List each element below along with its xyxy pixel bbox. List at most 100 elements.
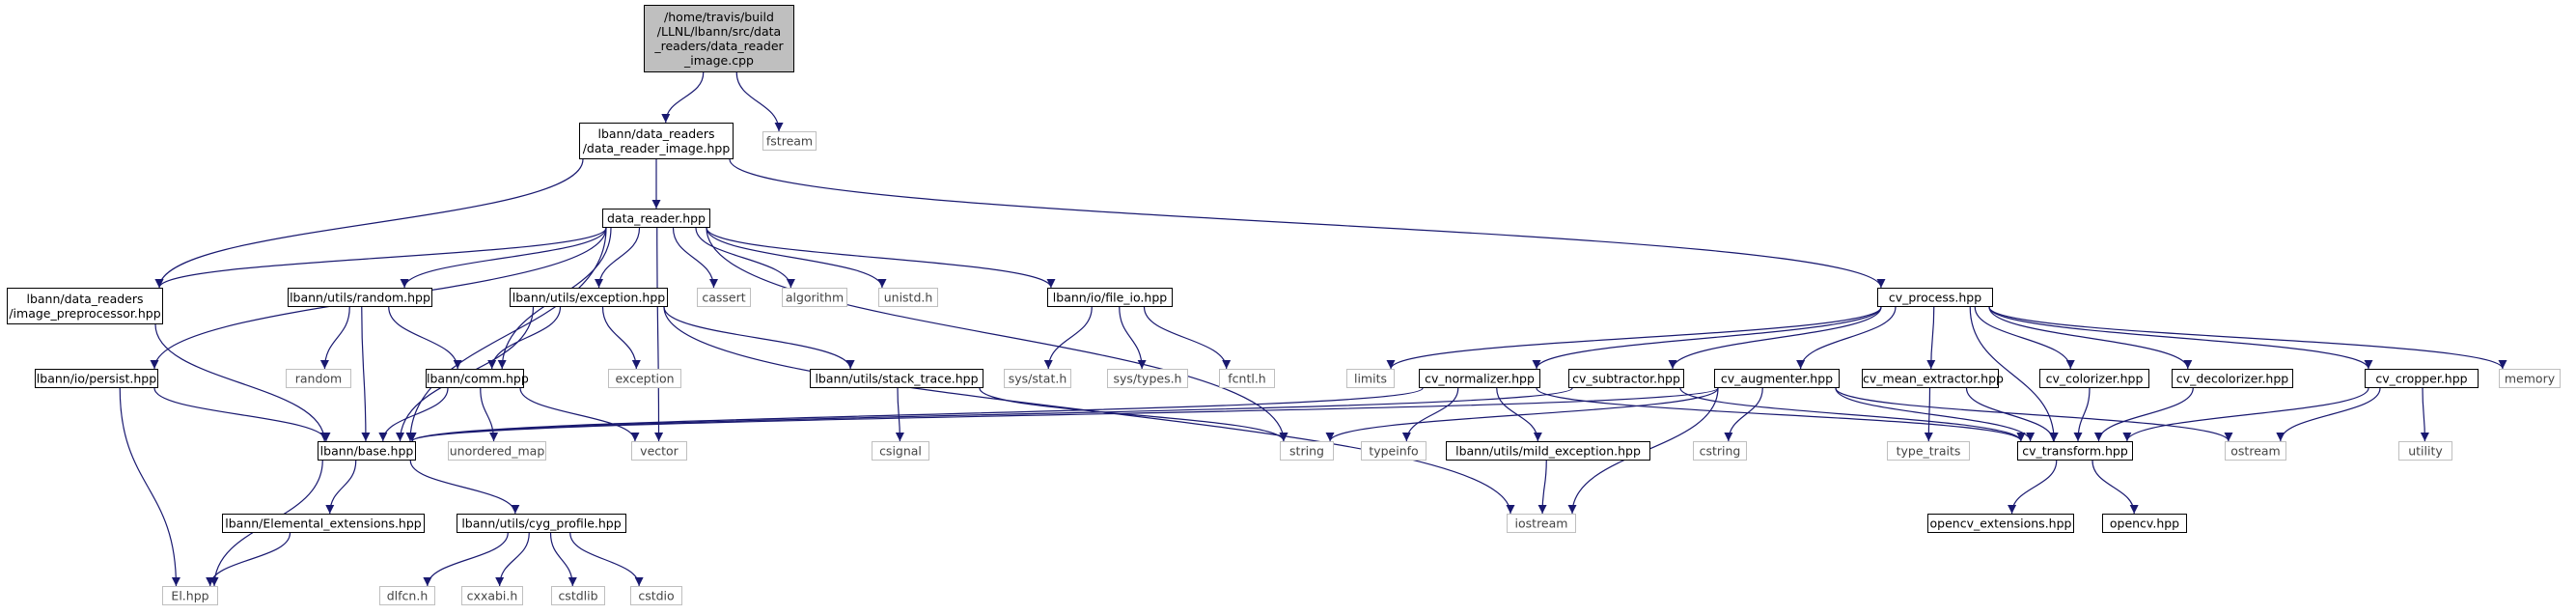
node-label: cv_transform.hpp bbox=[2022, 443, 2128, 459]
node-image-preprocessor-hpp[interactable]: lbann/data_readers /image_preprocessor.h… bbox=[7, 288, 163, 324]
node-label: cassert bbox=[702, 290, 746, 305]
node-label: lbann/comm.hpp bbox=[427, 371, 529, 386]
node-label: dlfcn.h bbox=[386, 588, 429, 603]
edge-cyg_profile_hpp-to-cxxabi_h bbox=[495, 532, 530, 587]
edge-cv_cropper_hpp-to-utility bbox=[2420, 387, 2429, 442]
node-opencv-extensions-hpp[interactable]: opencv_extensions.hpp bbox=[1927, 514, 2074, 533]
edge-comm_hpp-to-base_hpp bbox=[378, 387, 449, 442]
node-label: cv_colorizer.hpp bbox=[2045, 371, 2144, 386]
edge-cv_process_hpp-to-cv_mean_extractor_hpp bbox=[1926, 306, 1936, 370]
edge-cv_cropper_hpp-to-cv_transform_hpp bbox=[2122, 387, 2369, 442]
edge-stack_trace_hpp-to-string bbox=[979, 387, 1288, 442]
edge-base_hpp-to-cyg_profile_hpp bbox=[409, 460, 520, 515]
edge-data_reader_hpp-to-unistd_h bbox=[706, 227, 887, 289]
node-data-reader-image-hpp[interactable]: lbann/data_readers /data_reader_image.hp… bbox=[579, 123, 734, 159]
node-random-hpp[interactable]: lbann/utils/random.hpp bbox=[288, 288, 432, 307]
edge-data_reader_hpp-to-vector bbox=[654, 227, 664, 442]
node-elemental-ext-hpp[interactable]: lbann/Elemental_extensions.hpp bbox=[222, 514, 425, 533]
node-label: lbann/base.hpp bbox=[319, 443, 414, 459]
node-label: lbann/Elemental_extensions.hpp bbox=[225, 516, 422, 531]
edge-cv_process_hpp-to-memory bbox=[1988, 306, 2507, 370]
node-label: utility bbox=[2408, 443, 2443, 459]
node-label: random bbox=[294, 371, 343, 386]
node-data-reader-hpp[interactable]: data_reader.hpp bbox=[602, 209, 710, 228]
edge-cyg_profile_hpp-to-dlfcn_h bbox=[423, 532, 509, 587]
node-vector: vector bbox=[631, 441, 687, 461]
edge-exception_hpp-to-stack_trace_hpp bbox=[663, 306, 855, 370]
edge-root-to-data_reader_image_hpp bbox=[661, 71, 705, 124]
node-label: lbann/utils/stack_trace.hpp bbox=[815, 371, 979, 386]
node-label: fstream bbox=[765, 133, 814, 149]
node-el-hpp: El.hpp bbox=[162, 586, 218, 605]
node-memory: memory bbox=[2499, 369, 2561, 388]
node-label: opencv.hpp bbox=[2109, 516, 2180, 531]
edge-data_reader_hpp-to-random_hpp bbox=[400, 227, 607, 289]
edge-cv_process_hpp-to-cv_augmenter_hpp bbox=[1796, 306, 1897, 370]
node-root[interactable]: /home/travis/build /LLNL/lbann/src/data … bbox=[644, 5, 794, 72]
node-persist-hpp[interactable]: lbann/io/persist.hpp bbox=[35, 369, 158, 388]
edge-cv_subtractor_hpp-to-base_hpp bbox=[407, 387, 1573, 442]
node-file-io-hpp[interactable]: lbann/io/file_io.hpp bbox=[1047, 288, 1173, 307]
node-opencv-hpp[interactable]: opencv.hpp bbox=[2102, 514, 2187, 533]
edge-cv_augmenter_hpp-to-ostream bbox=[1835, 387, 2233, 442]
edge-cv_normalizer_hpp-to-base_hpp bbox=[407, 387, 1424, 442]
edge-cyg_profile_hpp-to-cstdlib bbox=[549, 532, 577, 587]
node-label: lbann/data_readers /data_reader_image.hp… bbox=[582, 126, 731, 155]
node-cv-colorizer-hpp[interactable]: cv_colorizer.hpp bbox=[2039, 369, 2149, 388]
node-cv-normalizer-hpp[interactable]: cv_normalizer.hpp bbox=[1419, 369, 1540, 388]
node-label: type_traits bbox=[1896, 443, 1961, 459]
node-label: memory bbox=[2504, 371, 2556, 386]
node-label: cstring bbox=[1699, 443, 1741, 459]
node-dlfcn-h: dlfcn.h bbox=[379, 586, 435, 605]
node-label: csignal bbox=[879, 443, 922, 459]
edge-base_hpp-to-elemental_ext_hpp bbox=[325, 460, 357, 515]
node-stack-trace-hpp[interactable]: lbann/utils/stack_trace.hpp bbox=[810, 369, 983, 388]
node-fcntl-h: fcntl.h bbox=[1219, 369, 1275, 388]
node-label: cstdlib bbox=[558, 588, 598, 603]
edge-cv_process_hpp-to-limits bbox=[1386, 306, 1882, 370]
edge-cv_augmenter_hpp-to-cv_transform_hpp bbox=[1835, 387, 2036, 442]
edge-file_io_hpp-to-sys_stat_h bbox=[1043, 306, 1093, 370]
edge-cv_process_hpp-to-cv_normalizer_hpp bbox=[1532, 306, 1882, 370]
node-label: vector bbox=[640, 443, 679, 459]
node-cv-decolorizer-hpp[interactable]: cv_decolorizer.hpp bbox=[2172, 369, 2293, 388]
edge-file_io_hpp-to-sys_types_h bbox=[1119, 306, 1147, 370]
node-label: data_reader.hpp bbox=[606, 210, 706, 226]
node-cassert: cassert bbox=[697, 288, 751, 307]
node-ostream: ostream bbox=[2225, 441, 2286, 461]
node-cv-subtractor-hpp[interactable]: cv_subtractor.hpp bbox=[1568, 369, 1684, 388]
node-label: cv_normalizer.hpp bbox=[1425, 371, 1535, 386]
node-label: sys/stat.h bbox=[1008, 371, 1067, 386]
node-comm-hpp[interactable]: lbann/comm.hpp bbox=[426, 369, 529, 388]
node-label: cv_decolorizer.hpp bbox=[2175, 371, 2289, 386]
node-label: lbann/io/persist.hpp bbox=[36, 371, 157, 386]
node-base-hpp[interactable]: lbann/base.hpp bbox=[318, 441, 416, 461]
edge-cv_process_hpp-to-cv_cropper_hpp bbox=[1988, 306, 2373, 370]
edge-data_reader_hpp-to-cassert bbox=[672, 227, 718, 289]
edge-random_hpp-to-base_hpp bbox=[361, 306, 371, 442]
node-label: unistd.h bbox=[883, 290, 933, 305]
edge-persist_hpp-to-base_hpp bbox=[153, 387, 331, 442]
node-cv-transform-hpp[interactable]: cv_transform.hpp bbox=[2017, 441, 2133, 461]
edge-random_hpp-to-random bbox=[319, 306, 350, 370]
node-label: lbann/utils/random.hpp bbox=[290, 290, 430, 305]
node-unordered-map: unordered_map bbox=[448, 441, 546, 461]
node-label: cxxabi.h bbox=[466, 588, 518, 603]
node-label: cv_mean_extractor.hpp bbox=[1863, 371, 2004, 386]
edge-file_io_hpp-to-fcntl_h bbox=[1143, 306, 1232, 370]
node-cv-augmenter-hpp[interactable]: cv_augmenter.hpp bbox=[1714, 369, 1840, 388]
node-exception-hpp[interactable]: lbann/utils/exception.hpp bbox=[510, 288, 668, 307]
node-mild-exception-hpp[interactable]: lbann/utils/mild_exception.hpp bbox=[1446, 441, 1650, 461]
node-label: lbann/utils/exception.hpp bbox=[512, 290, 666, 305]
edge-data_reader_hpp-to-image_preprocessor_hpp bbox=[154, 227, 607, 289]
node-string: string bbox=[1280, 441, 1334, 461]
edge-cv_normalizer_hpp-to-cv_transform_hpp bbox=[1536, 387, 2026, 442]
node-cyg-profile-hpp[interactable]: lbann/utils/cyg_profile.hpp bbox=[457, 514, 626, 533]
node-unistd-h: unistd.h bbox=[878, 288, 938, 307]
edge-data_reader_hpp-to-string bbox=[706, 227, 1288, 442]
edge-cv_mean_extractor_hpp-to-type_traits bbox=[1924, 387, 1933, 442]
node-cv-process-hpp[interactable]: cv_process.hpp bbox=[1877, 288, 1993, 307]
node-cv-cropper-hpp[interactable]: cv_cropper.hpp bbox=[2365, 369, 2479, 388]
node-cv-mean-extractor-hpp[interactable]: cv_mean_extractor.hpp bbox=[1862, 369, 2004, 388]
